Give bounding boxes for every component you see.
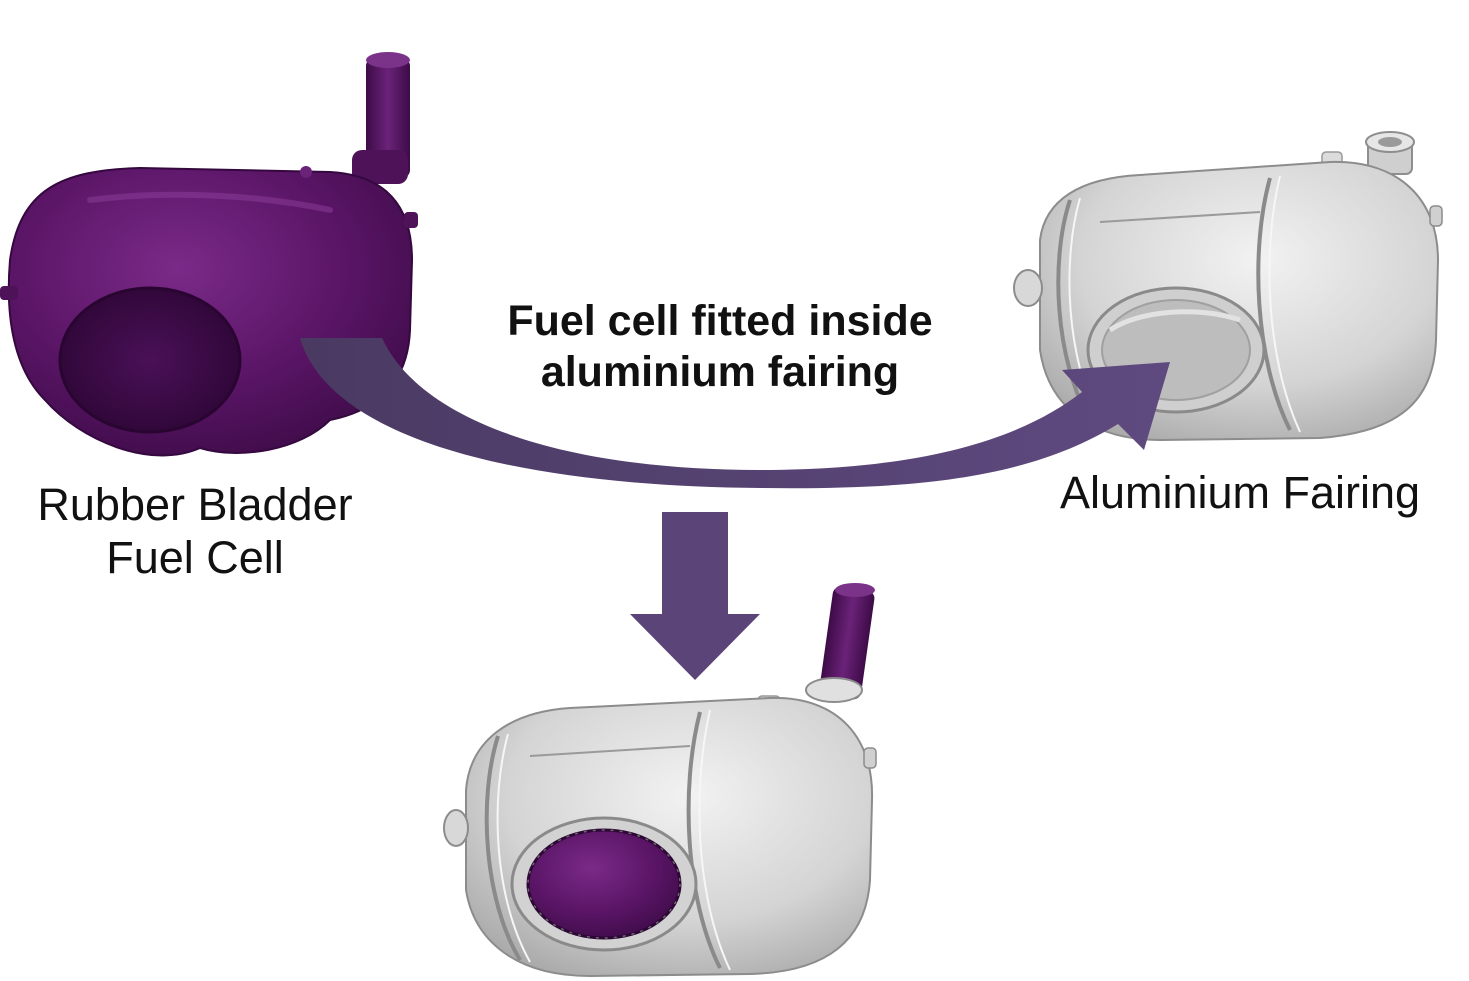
rubber-bladder-fuel-cell xyxy=(0,52,418,457)
rubber-bladder-label: Rubber Bladder Fuel Cell xyxy=(20,478,370,584)
aluminium-fairing-label: Aluminium Fairing xyxy=(1059,467,1421,518)
curved-arrow xyxy=(300,338,1170,489)
aluminium-fairing xyxy=(1013,131,1443,442)
rubber-bladder-label-line2: Fuel Cell xyxy=(106,532,284,584)
process-label-line1: Fuel cell fitted inside xyxy=(507,297,933,345)
process-label-line2: aluminium fairing xyxy=(540,347,900,396)
rubber-bladder-label-line1: Rubber Bladder xyxy=(37,479,353,530)
assembled-fuel-cell xyxy=(443,583,877,978)
process-label: Fuel cell fitted inside aluminium fairin… xyxy=(440,296,1000,397)
down-arrow xyxy=(630,512,760,680)
